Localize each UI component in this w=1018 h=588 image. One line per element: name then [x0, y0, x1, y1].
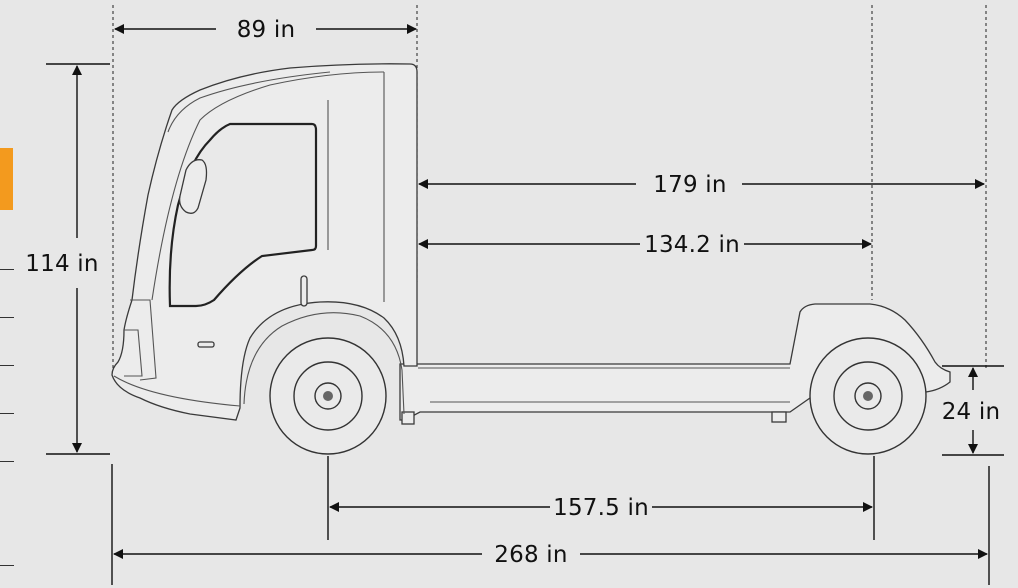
dimension-overall-length: 268 in: [113, 542, 988, 568]
front-wheel: [269, 337, 387, 455]
tick-mark: [0, 461, 14, 462]
dimension-label: 89 in: [237, 17, 296, 43]
door-handle: [300, 275, 308, 307]
tick-mark: [0, 269, 14, 270]
dimension-cab-to-rear-axle: 134.2 in: [418, 232, 872, 258]
dimension-wheelbase: 157.5 in: [329, 495, 873, 521]
extension-lines: [46, 63, 1004, 585]
tick-mark: [0, 413, 14, 414]
dimension-label: 179 in: [653, 172, 726, 198]
dimension-label: 24 in: [942, 399, 1001, 425]
dimension-label: 114 in: [25, 251, 98, 277]
dimension-cab-length: 89 in: [114, 17, 417, 43]
mirror: [178, 159, 208, 214]
tick-mark: [0, 565, 14, 566]
dimension-overall-height: 114 in: [25, 65, 98, 453]
dimension-label: 268 in: [494, 542, 567, 568]
dimension-label: 134.2 in: [644, 232, 740, 258]
tick-mark: [0, 317, 14, 318]
dimension-frame-height: 24 in: [942, 367, 1001, 454]
dimension-label: 157.5 in: [553, 495, 649, 521]
dimension-cab-to-end: 179 in: [418, 172, 985, 198]
accent-tab: [0, 148, 13, 210]
tick-mark: [0, 365, 14, 366]
truck-illustration: [111, 63, 951, 455]
rear-wheel: [809, 337, 927, 455]
